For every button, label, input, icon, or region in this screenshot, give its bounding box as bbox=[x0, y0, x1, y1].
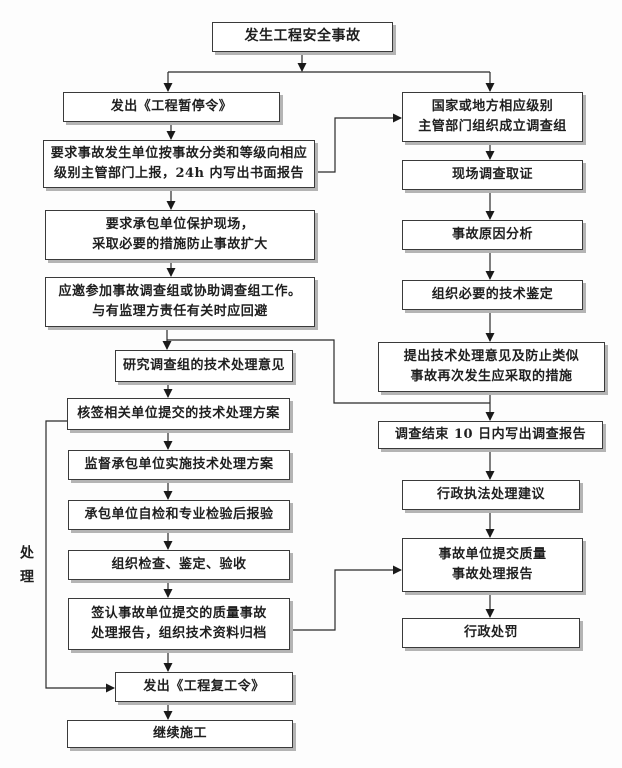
node-supervise-implementation: 监督承包单位实施技术处理方案 bbox=[68, 450, 290, 480]
node-issue-resume-order: 发出《工程复工令》 bbox=[115, 672, 293, 702]
connector-countersign-loop-to-resume bbox=[45, 420, 115, 693]
node-protect-site: 要求承包单位保护现场， 采取必要的措施防止事故扩大 bbox=[45, 210, 315, 260]
node-issue-stop-order: 发出《工程暂停令》 bbox=[63, 92, 280, 122]
connector-report-to-team bbox=[315, 113, 402, 173]
node-join-investigation: 应邀参加事故调查组或协助调查组工作。 与有监理方责任有关时应回避 bbox=[45, 277, 315, 327]
node-technical-appraisal: 组织必要的技术鉴定 bbox=[402, 280, 583, 310]
node-report-within-10-days: 调查结束 10 日内写出调查报告 bbox=[378, 421, 603, 449]
node-require-report-24h: 要求事故发生单位按事故分类和等级向相应 级别主管部门上报，24h 内写出书面报告 bbox=[43, 140, 315, 188]
node-law-enforcement-suggestion: 行政执法处理建议 bbox=[402, 480, 580, 510]
node-continue-construction: 继续施工 bbox=[67, 720, 293, 748]
node-organize-acceptance: 组织检查、鉴定、验收 bbox=[68, 550, 290, 580]
side-label-handling: 处理 bbox=[18, 545, 34, 593]
node-study-opinions: 研究调查组的技术处理意见 bbox=[115, 350, 293, 382]
node-administrative-penalty: 行政处罚 bbox=[402, 618, 580, 648]
node-accident-occurs: 发生工程安全事故 bbox=[212, 22, 393, 52]
node-submit-quality-report: 事故单位提交质量 事故处理报告 bbox=[402, 538, 583, 592]
connector-propose-branch-to-study bbox=[167, 339, 490, 404]
node-countersign-plan: 核签相关单位提交的技术处理方案 bbox=[67, 398, 290, 430]
node-cause-analysis: 事故原因分析 bbox=[402, 220, 583, 250]
node-sign-quality-report: 签认事故单位提交的质量事故 处理报告，组织技术资料归档 bbox=[68, 598, 290, 650]
connector-sign-to-submit bbox=[290, 565, 402, 631]
node-site-evidence: 现场调查取证 bbox=[402, 160, 583, 190]
node-contractor-inspection: 承包单位自检和专业检验后报验 bbox=[68, 500, 290, 530]
node-propose-measures: 提出技术处理意见及防止类似 事故再次发生应采取的措施 bbox=[378, 342, 605, 392]
node-form-investigation-team: 国家或地方相应级别 主管部门组织成立调查组 bbox=[402, 92, 583, 142]
